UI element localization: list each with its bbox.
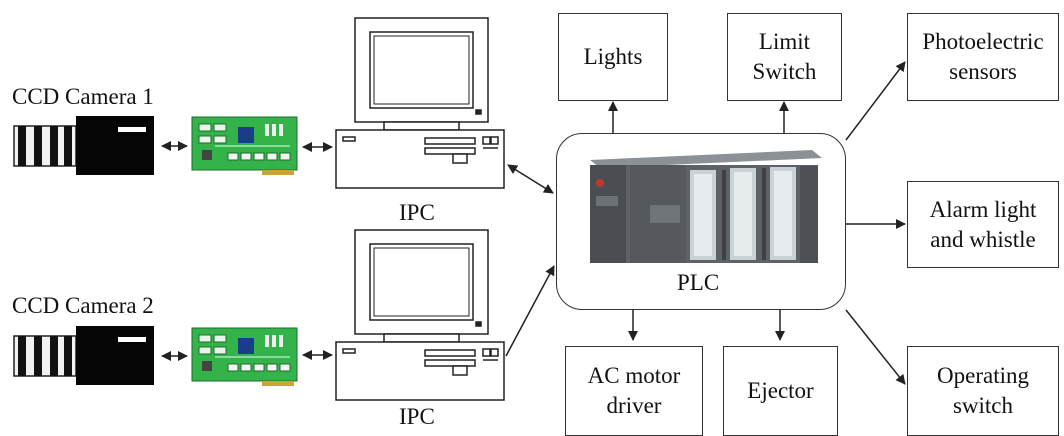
frame-grabber-board-2-icon — [191, 327, 298, 386]
ac-motor-driver-box: AC motor driver — [565, 346, 703, 436]
photoelectric-sensors-box: Photoelectric sensors — [907, 13, 1059, 101]
ccd-camera-1-label: CCD Camera 1 — [12, 84, 154, 109]
ccd-camera-2-label: CCD Camera 2 — [12, 293, 154, 318]
lights-box: Lights — [558, 13, 668, 101]
ipc-computer-1-icon — [335, 17, 505, 189]
operating-label-line2: switch — [952, 393, 1014, 418]
alarm-light-box: Alarm light and whistle — [907, 181, 1059, 268]
plc-operating-switch-link — [845, 309, 906, 385]
ac-motor-label-line2: driver — [606, 393, 662, 418]
plc-photoelectric-link — [845, 61, 906, 141]
ccd-camera-2-icon — [13, 326, 154, 385]
ipc2-plc-link — [505, 265, 555, 357]
lights-label: Lights — [583, 44, 643, 69]
operating-label-line1: Operating — [937, 363, 1029, 388]
frame-grabber-board-1-icon — [191, 116, 298, 175]
ejector-box: Ejector — [723, 346, 838, 436]
limit-switch-label-line1: Limit — [758, 29, 811, 54]
ac-motor-label-line1: AC motor — [587, 363, 681, 388]
plc-module-icon — [590, 150, 822, 263]
limit-switch-box: Limit Switch — [727, 13, 842, 101]
ccd-camera-1-icon — [13, 116, 154, 175]
photoelectric-label-line2: sensors — [949, 59, 1017, 84]
ipc-computer-2-icon — [335, 229, 505, 401]
plc-label: PLC — [677, 270, 720, 295]
operating-switch-box: Operating switch — [907, 346, 1059, 436]
ipc-1-label: IPC — [399, 200, 435, 225]
alarm-label-line1: Alarm light — [929, 196, 1037, 222]
ejector-label: Ejector — [747, 378, 814, 403]
photoelectric-label-line1: Photoelectric — [922, 29, 1044, 54]
ipc1-plc-link — [507, 164, 554, 194]
alarm-label-line2: and whistle — [930, 226, 1036, 252]
ipc-2-label: IPC — [399, 404, 435, 429]
limit-switch-label-line2: Switch — [752, 59, 817, 84]
